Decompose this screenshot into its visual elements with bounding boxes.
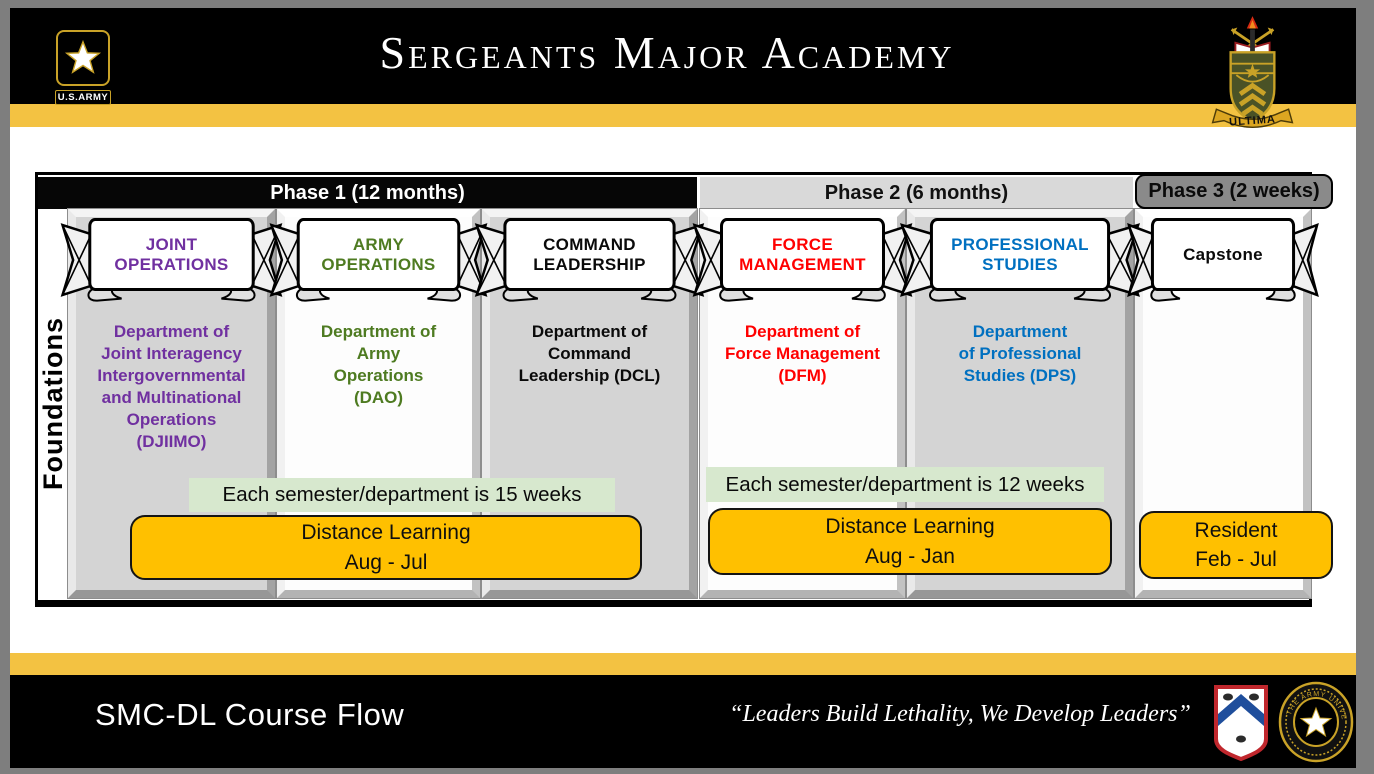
department-label: Department of Force Management (DFM): [725, 322, 880, 386]
banner-ribbon: JOINT OPERATIONS: [58, 214, 285, 306]
banner-ribbon: PROFESSIONAL STUDIES: [897, 214, 1143, 306]
footer-quote: “Leaders Build Lethality, We Develop Lea…: [729, 701, 1191, 727]
banner-label: ARMY OPERATIONS: [321, 235, 436, 274]
banner-label: JOINT OPERATIONS: [114, 235, 229, 274]
banner-label: Capstone: [1183, 245, 1263, 265]
banner-ribbon: FORCE MANAGEMENT: [690, 214, 915, 306]
schedule-distance-learning-phase2: Distance Learning Aug - Jan: [708, 508, 1112, 575]
page-title: Sergeants Major Academy: [379, 27, 955, 78]
department-label: Department of Joint Interagency Intergov…: [97, 322, 246, 452]
phase-1-bar: Phase 1 (12 months): [38, 177, 697, 209]
army-university-seal: THE ARMY UNIVERSITY: [1275, 676, 1354, 763]
column-command-leadership: COMMAND LEADERSHIP Department of Command…: [482, 208, 697, 599]
sma-crest: ULTIMA: [1205, 12, 1300, 140]
star-icon: [1299, 706, 1333, 738]
army-logo-label: U.S.ARMY: [55, 90, 111, 105]
gold-stripe-bottom: [10, 653, 1356, 675]
phase-2-bar: Phase 2 (6 months): [700, 177, 1133, 209]
lamp-icon: [1236, 735, 1246, 743]
schedule-distance-learning-phase1: Distance Learning Aug - Jul: [130, 515, 642, 580]
banner-ribbon: ARMY OPERATIONS: [267, 214, 490, 306]
gold-stripe-top: [10, 104, 1356, 127]
footer-title: SMC-DL Course Flow: [95, 697, 405, 732]
scroll-icon: [1211, 108, 1294, 129]
header-band: [10, 8, 1356, 104]
schedule-resident-phase3: Resident Feb - Jul: [1139, 511, 1333, 579]
banner-ribbon: COMMAND LEADERSHIP: [472, 214, 707, 306]
banner-label: FORCE MANAGEMENT: [739, 235, 866, 274]
us-army-logo: U.S.ARMY: [55, 30, 111, 105]
army-star-icon: [56, 30, 110, 86]
chevron-icon: [1238, 82, 1267, 97]
torch-icon: [1250, 29, 1255, 55]
lamp-shield-crest: [1212, 684, 1270, 762]
chevron-icon: [1218, 694, 1264, 726]
department-label: Department of Command Leadership (DCL): [518, 322, 661, 386]
department-label: Department of Professional Studies (DPS): [958, 322, 1082, 386]
banner-label: COMMAND LEADERSHIP: [533, 235, 646, 274]
note-12-weeks: Each semester/department is 12 weeks: [706, 467, 1104, 502]
banner-label: PROFESSIONAL STUDIES: [951, 235, 1089, 274]
phase-3-bar: Phase 3 (2 weeks): [1135, 174, 1333, 209]
footer-band: [10, 675, 1356, 768]
lamp-icon: [1249, 693, 1259, 701]
department-label: Department of Army Operations (DAO): [320, 322, 437, 408]
banner-ribbon: Capstone: [1125, 214, 1321, 306]
lamp-icon: [1223, 693, 1233, 701]
note-15-weeks: Each semester/department is 15 weeks: [189, 478, 615, 512]
